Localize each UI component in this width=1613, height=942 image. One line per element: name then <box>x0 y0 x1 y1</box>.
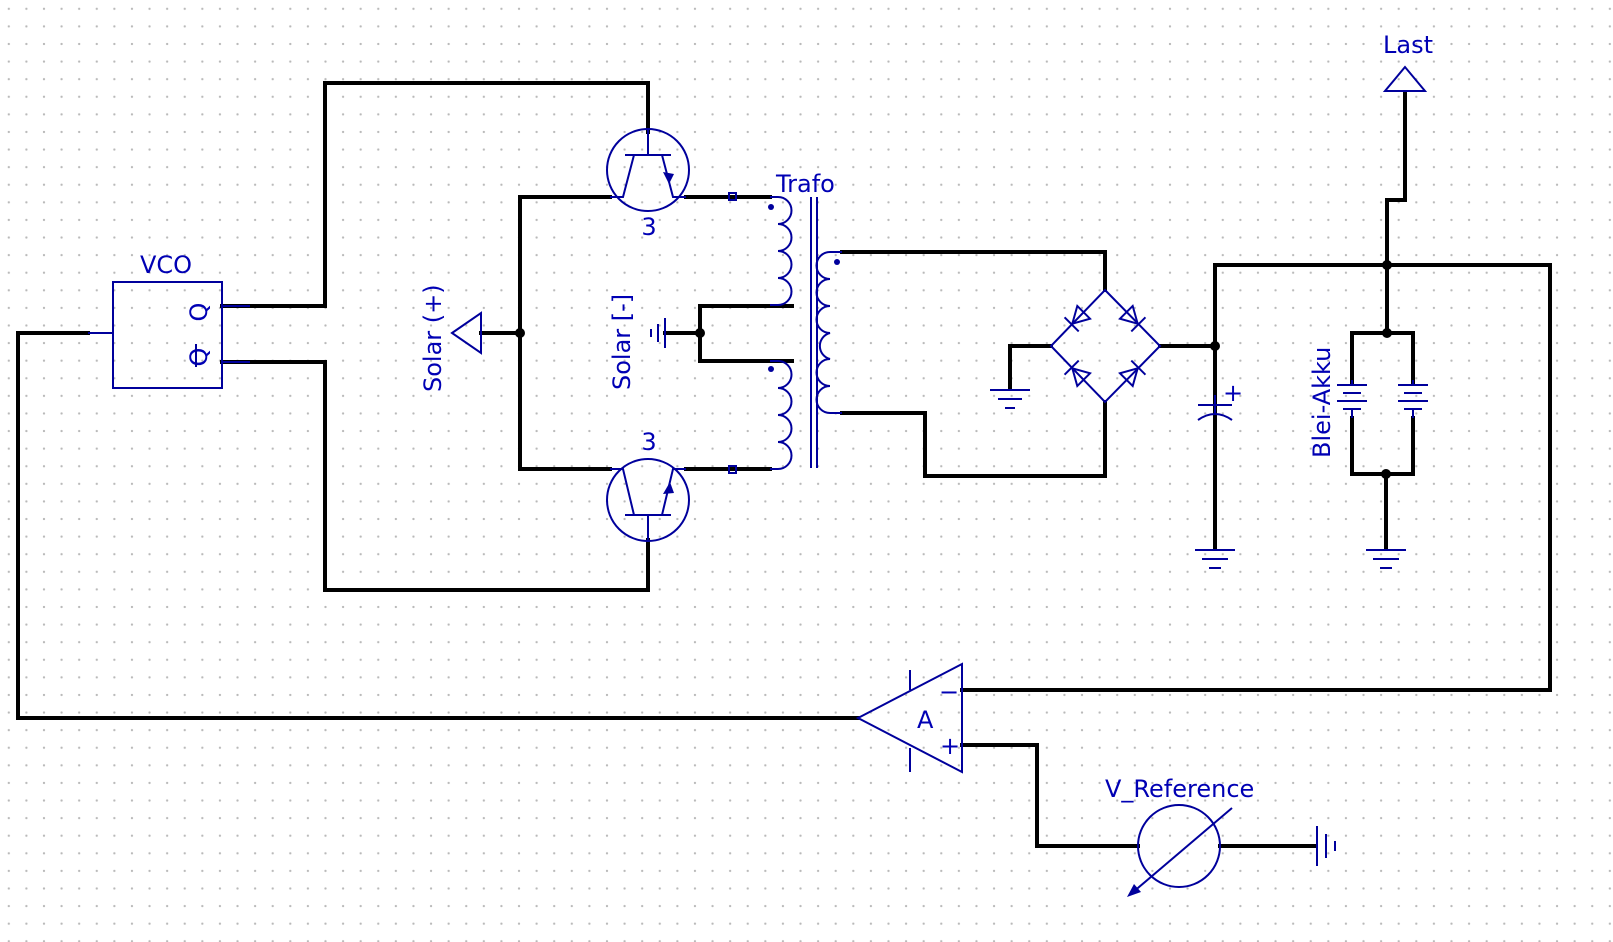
bridge-rectifier[interactable] <box>1049 288 1162 404</box>
trafo-dot-primary-top <box>768 204 774 210</box>
transistor-bottom[interactable]: 3 <box>606 428 737 542</box>
ground-capacitor <box>1195 549 1235 569</box>
wire-vco-qbar-to-bottom-transistor-base <box>220 360 650 592</box>
bridge-outline <box>1049 288 1162 404</box>
vco-pin-qbar-label: Q <box>185 348 213 367</box>
transistor-bottom-number: 3 <box>641 428 656 456</box>
junction-dot <box>1382 260 1392 270</box>
vco-pin-q-label: Q <box>185 303 213 322</box>
transistor-bottom-emitter <box>661 468 686 516</box>
wire-vco-q-to-top-transistor-base <box>220 81 650 308</box>
capacitor-plus-label: + <box>1223 379 1243 407</box>
solar-minus-label: Solar [-] <box>608 294 636 390</box>
vco-block[interactable]: VCO Q Q <box>88 251 250 389</box>
vref-adjust-arrow <box>1131 807 1233 894</box>
battery-icon <box>1398 380 1428 418</box>
battery-label: Blei-Akku <box>1308 347 1336 458</box>
vref-body <box>1137 804 1221 888</box>
junction-dot <box>1382 328 1392 338</box>
wire-battery-parallel-bottom <box>1350 416 1415 476</box>
wire-last-output <box>1385 91 1407 267</box>
opamp-label: A <box>917 706 934 734</box>
voltage-reference[interactable]: V_Reference <box>1105 775 1254 897</box>
wire-emitter-rail <box>518 195 612 471</box>
transistor-bottom-arrow <box>663 482 674 494</box>
wire-output-rail <box>960 263 1552 692</box>
vref-label: V_Reference <box>1105 775 1254 803</box>
trafo-dot-primary-bottom <box>768 366 774 372</box>
wires <box>16 81 1552 848</box>
trafo-label: Trafo <box>775 170 835 198</box>
transistor-top-emitter <box>661 154 686 198</box>
transistor-bottom-collector <box>610 468 635 516</box>
opamp-plus-label: + <box>940 732 960 760</box>
diode-icon <box>1063 304 1092 333</box>
battery-icon <box>1337 380 1367 418</box>
solar-plus-label: Solar (+) <box>419 284 447 392</box>
wire-bridge-minus-to-ground <box>1008 344 1053 390</box>
vref-arrow-head <box>1127 884 1141 897</box>
ground-battery <box>1366 549 1406 569</box>
last-output-terminal[interactable]: Last <box>1382 31 1433 92</box>
diode-icon <box>1118 359 1147 388</box>
wire-vref-to-opamp-plus <box>960 743 1140 848</box>
wire-secondary-top-to-bridge <box>840 250 1107 292</box>
ground-bridge <box>990 389 1030 409</box>
diode-icon <box>1118 304 1147 333</box>
wire-feedback-loop <box>16 331 860 720</box>
vco-box <box>112 281 223 389</box>
ground-vref <box>1316 826 1336 866</box>
solar-minus-terminal[interactable]: Solar [-] <box>608 294 666 390</box>
transistor-top-collector <box>610 154 635 198</box>
solar-plus-terminal[interactable]: Solar (+) <box>419 284 482 392</box>
trafo-secondary-winding <box>815 251 842 414</box>
pin-marker <box>728 465 737 474</box>
vco-label: VCO <box>140 251 192 279</box>
opamp[interactable]: A − + <box>855 662 963 774</box>
trafo-primary-top-winding <box>770 196 793 306</box>
last-label: Last <box>1383 31 1433 59</box>
battery-bank[interactable]: Blei-Akku <box>1308 347 1428 458</box>
wire-battery-parallel-top <box>1350 331 1415 384</box>
transistor-top[interactable]: 3 <box>606 128 737 241</box>
last-arrow-icon <box>1382 65 1428 92</box>
transistor-top-arrow <box>663 172 674 184</box>
diode-icon <box>1063 359 1092 388</box>
opamp-triangle <box>855 662 963 774</box>
wire-secondary-bottom-to-bridge <box>840 400 1107 478</box>
junction-dot <box>515 328 525 338</box>
transistor-top-number: 3 <box>641 213 656 241</box>
trafo-dot-secondary <box>834 259 840 265</box>
trafo-primary-bottom-winding <box>770 360 793 470</box>
opamp-minus-label: − <box>939 678 959 706</box>
pin-marker <box>728 192 737 201</box>
solar-plus-arrow-icon <box>450 311 482 355</box>
transformer[interactable]: Trafo <box>768 170 842 470</box>
junction-dot <box>695 328 705 338</box>
capacitor[interactable]: + <box>1197 379 1243 421</box>
junction-dot <box>1381 469 1391 479</box>
junction-dot <box>1210 341 1220 351</box>
junction-dots <box>515 260 1392 479</box>
